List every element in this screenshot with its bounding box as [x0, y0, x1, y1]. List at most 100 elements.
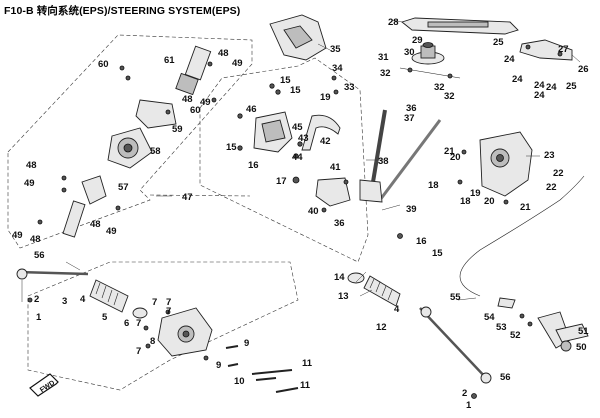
callout-15: 15 [226, 142, 237, 153]
callout-47: 47 [182, 192, 193, 203]
left-tie-rod-assembly [16, 268, 148, 319]
callout-49: 49 [12, 230, 23, 241]
callout-4: 4 [394, 304, 400, 315]
callout-20: 20 [484, 196, 495, 207]
callout-22: 22 [546, 182, 557, 193]
callout-56: 56 [34, 250, 45, 261]
callout-44: 44 [292, 152, 303, 163]
callout-18: 18 [428, 180, 439, 191]
callout-23: 23 [544, 150, 555, 161]
callout-19: 19 [320, 92, 331, 103]
steering-housing-part [457, 131, 533, 205]
group-outline-lower-rack [27, 261, 299, 391]
callout-32: 32 [380, 68, 391, 79]
callout-9: 9 [244, 338, 249, 349]
callout-7: 7 [166, 306, 171, 317]
callout-57: 57 [118, 182, 129, 193]
callout-3: 3 [62, 296, 67, 307]
callout-7: 7 [152, 297, 157, 308]
callout-39: 39 [406, 204, 417, 215]
forward-arrow-icon: FWD [29, 373, 59, 397]
callout-35: 35 [330, 44, 341, 55]
callout-20: 20 [450, 152, 461, 163]
callout-36: 36 [334, 218, 345, 229]
callout-33: 33 [344, 82, 355, 93]
callout-14: 14 [334, 272, 345, 283]
callout-48: 48 [218, 48, 229, 59]
callout-42: 42 [320, 136, 331, 147]
callout-11: 11 [302, 358, 313, 369]
callout-10: 10 [234, 376, 245, 387]
callout-8: 8 [150, 336, 155, 347]
leader-lines [65, 155, 540, 301]
callout-5: 5 [102, 312, 108, 323]
callout-56: 56 [500, 372, 511, 383]
callout-48: 48 [182, 94, 193, 105]
callout-48: 48 [30, 234, 41, 245]
callout-40: 40 [308, 206, 319, 217]
callout-49: 49 [106, 226, 117, 237]
callout-6: 6 [124, 318, 129, 329]
callout-32: 32 [444, 91, 455, 102]
callout-32: 32 [434, 82, 445, 93]
callout-60: 60 [98, 59, 109, 70]
callout-11: 11 [300, 380, 311, 391]
callout-21: 21 [444, 146, 455, 157]
mounting-bolts [225, 345, 299, 393]
callout-15: 15 [280, 75, 291, 86]
callout-37: 37 [404, 113, 415, 124]
mount-bracket-part [519, 39, 581, 63]
callout-55: 55 [450, 292, 461, 303]
callout-12: 12 [376, 322, 387, 333]
callout-17: 17 [276, 176, 287, 187]
callout-52: 52 [510, 330, 521, 341]
callout-26: 26 [578, 64, 589, 75]
callout-41: 41 [330, 162, 341, 173]
callout-49: 49 [200, 97, 211, 108]
callout-24: 24 [534, 80, 545, 91]
callout-9: 9 [216, 360, 221, 371]
callout-1: 1 [466, 400, 472, 411]
callout-22: 22 [553, 168, 564, 179]
page-title: F10-B 转向系统(EPS)/STEERING SYSTEM(EPS) [4, 5, 241, 17]
callout-38: 38 [378, 156, 389, 167]
callout-7: 7 [136, 346, 141, 357]
callout-58: 58 [150, 146, 161, 157]
callout-21: 21 [520, 202, 531, 213]
steering-rack-gearbox [143, 307, 213, 361]
callout-7: 7 [166, 297, 171, 308]
callout-25: 25 [493, 37, 504, 48]
callout-61: 61 [164, 55, 175, 66]
callout-53: 53 [496, 322, 507, 333]
steering-cover-part [269, 14, 331, 61]
callout-2: 2 [462, 388, 467, 399]
callout-48: 48 [26, 160, 37, 171]
callout-25: 25 [566, 81, 577, 92]
callout-46: 46 [246, 104, 257, 115]
callout-50: 50 [576, 342, 587, 353]
callout-59: 59 [172, 124, 183, 135]
column-mount-bracket [237, 83, 341, 159]
steering-head-part [399, 42, 461, 79]
callout-60: 60 [190, 105, 201, 116]
callout-27: 27 [558, 44, 569, 55]
callout-15: 15 [432, 248, 443, 259]
callout-49: 49 [24, 178, 35, 189]
handlebar-part [391, 17, 519, 35]
callout-36: 36 [406, 103, 417, 114]
callout-7: 7 [136, 318, 141, 329]
right-tie-rod-assembly [347, 272, 492, 399]
group-outline-eps-column [7, 34, 253, 249]
callout-15: 15 [290, 85, 301, 96]
callout-30: 30 [404, 47, 415, 58]
callout-29: 29 [412, 35, 423, 46]
callout-45: 45 [292, 122, 303, 133]
callout-49: 49 [232, 58, 243, 69]
callout-51: 51 [578, 326, 589, 337]
callout-1: 1 [36, 312, 42, 323]
callout-54: 54 [484, 312, 495, 323]
callout-31: 31 [378, 52, 389, 63]
callout-16: 16 [416, 236, 427, 247]
